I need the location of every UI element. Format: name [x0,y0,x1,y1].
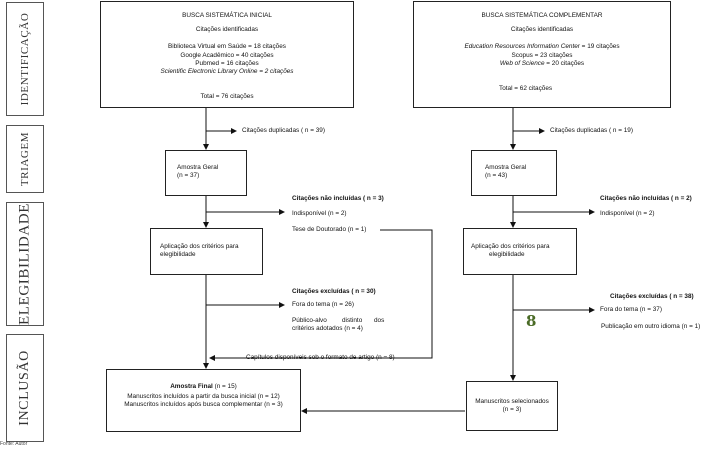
initial-not-included-unavailable: Indisponível (n = 2) [292,210,347,217]
arrow-chapters-return [209,229,433,361]
selected-manuscripts-n: (n = 3) [502,406,522,414]
complementary-criteria-line1: Aplicação dos critérios para [471,243,550,250]
initial-sample-n: (n = 37) [177,172,200,180]
initial-search-box: BUSCA SISTEMÁTICA INICIAL Citações ident… [100,1,354,108]
stage-label: ELEGIBILIDADE [16,203,33,325]
final-sample-complementary: Manuscritos incluídos após busca complem… [124,401,283,409]
complementary-criteria-box: Aplicação dos critérios para elegibilida… [463,228,577,275]
initial-total: Total = 76 citações [200,93,254,101]
stage-label: TRIAGEM [19,131,31,187]
complementary-duplicates: Citações duplicadas ( n = 19) [550,127,633,134]
initial-excluded-off-topic: Fora do tema (n = 26) [292,301,354,308]
source-eric: Education Resources Information Center =… [464,43,620,51]
initial-not-included-thesis: Tese de Doutorado (n = 1) [292,226,367,233]
initial-search-subtitle: Citações identificadas [195,26,259,34]
source-web-of-science: Web of Science = 20 citações [499,59,585,67]
complementary-search-title: BUSCA SISTEMÁTICA COMPLEMENTAR [481,12,603,19]
initial-criteria-box: Aplicação dos critérios para elegibilida… [150,228,263,275]
complementary-search-subtitle: Citações identificadas [510,26,574,34]
initial-search-title: BUSCA SISTEMÁTICA INICIAL [182,12,272,19]
final-sample-initial: Manuscritos incluídos a partir da busca … [127,393,280,401]
initial-duplicates: Citações duplicadas ( n = 39) [242,127,325,134]
complementary-excluded-language: Publicação em outro idioma (n = 1) [601,323,701,330]
chapters-note: Capítulos disponíveis sob o formato de a… [246,354,395,361]
stage-triagem: TRIAGEM [6,125,44,193]
complementary-not-included-title: Citações não incluídas ( n = 2) [600,195,692,202]
initial-sample-box: Amostra Geral (n = 37) [165,150,247,196]
complementary-sample-n: (n = 43) [485,172,508,180]
complementary-sample-box: Amostra Geral (n = 43) [471,150,557,196]
source-scopus: Scopus = 23 citações [511,51,573,59]
stage-elegibilidade: ELEGIBILIDADE [6,202,44,326]
stage-label: INCLUSÃO [17,350,32,426]
initial-excluded-audience-2: critérios adotados (n = 4) [292,325,363,332]
footer-source: Fonte: Autor [0,441,28,447]
complementary-criteria-line2: elegibilidade [489,251,525,259]
selected-manuscripts-line1: Manuscritos selecionados [475,398,549,405]
complementary-sample-title: Amostra Geral [485,164,527,171]
stage-identificacao: IDENTIFICAÇÃO [6,2,44,116]
final-sample-box: Amostra Final (n = 15) Manuscritos inclu… [106,369,301,432]
complementary-search-box: BUSCA SISTEMÁTICA COMPLEMENTAR Citações … [413,1,671,108]
initial-excluded-audience: Público-alvo distinto dos [292,317,385,324]
complementary-excluded-title: Citações excluídas ( n = 38) [610,293,694,300]
complementary-excluded-off-topic: Fora do tema (n = 37) [600,306,662,313]
source-bvs: Biblioteca Virtual em Saúde = 18 citaçõe… [167,43,286,51]
selected-manuscripts-box: Manuscritos selecionados (n = 3) [466,381,558,431]
source-pubmed: Pubmed = 16 citações [195,59,259,67]
page-number: 8 [526,312,537,330]
stage-inclusao: INCLUSÃO [6,334,44,442]
initial-not-included-title: Citações não incluídas ( n = 3) [292,195,384,202]
stage-label: IDENTIFICAÇÃO [19,12,31,106]
complementary-total: Total = 62 citações [499,85,553,93]
complementary-not-included-unavailable: Indisponível (n = 2) [600,210,655,217]
initial-excluded-title: Citações excluídas ( n = 30) [292,288,376,295]
source-scielo: Scientific Electronic Library Online = 2… [160,68,294,76]
initial-sample-title: Amostra Geral [177,164,219,171]
initial-criteria-line2: elegibilidade [160,251,196,259]
final-sample-title: Amostra Final (n = 15) [170,383,237,390]
source-google-academico: Google Acadêmico = 40 citações [180,51,274,59]
initial-criteria-line1: Aplicação dos critérios para [160,243,239,250]
